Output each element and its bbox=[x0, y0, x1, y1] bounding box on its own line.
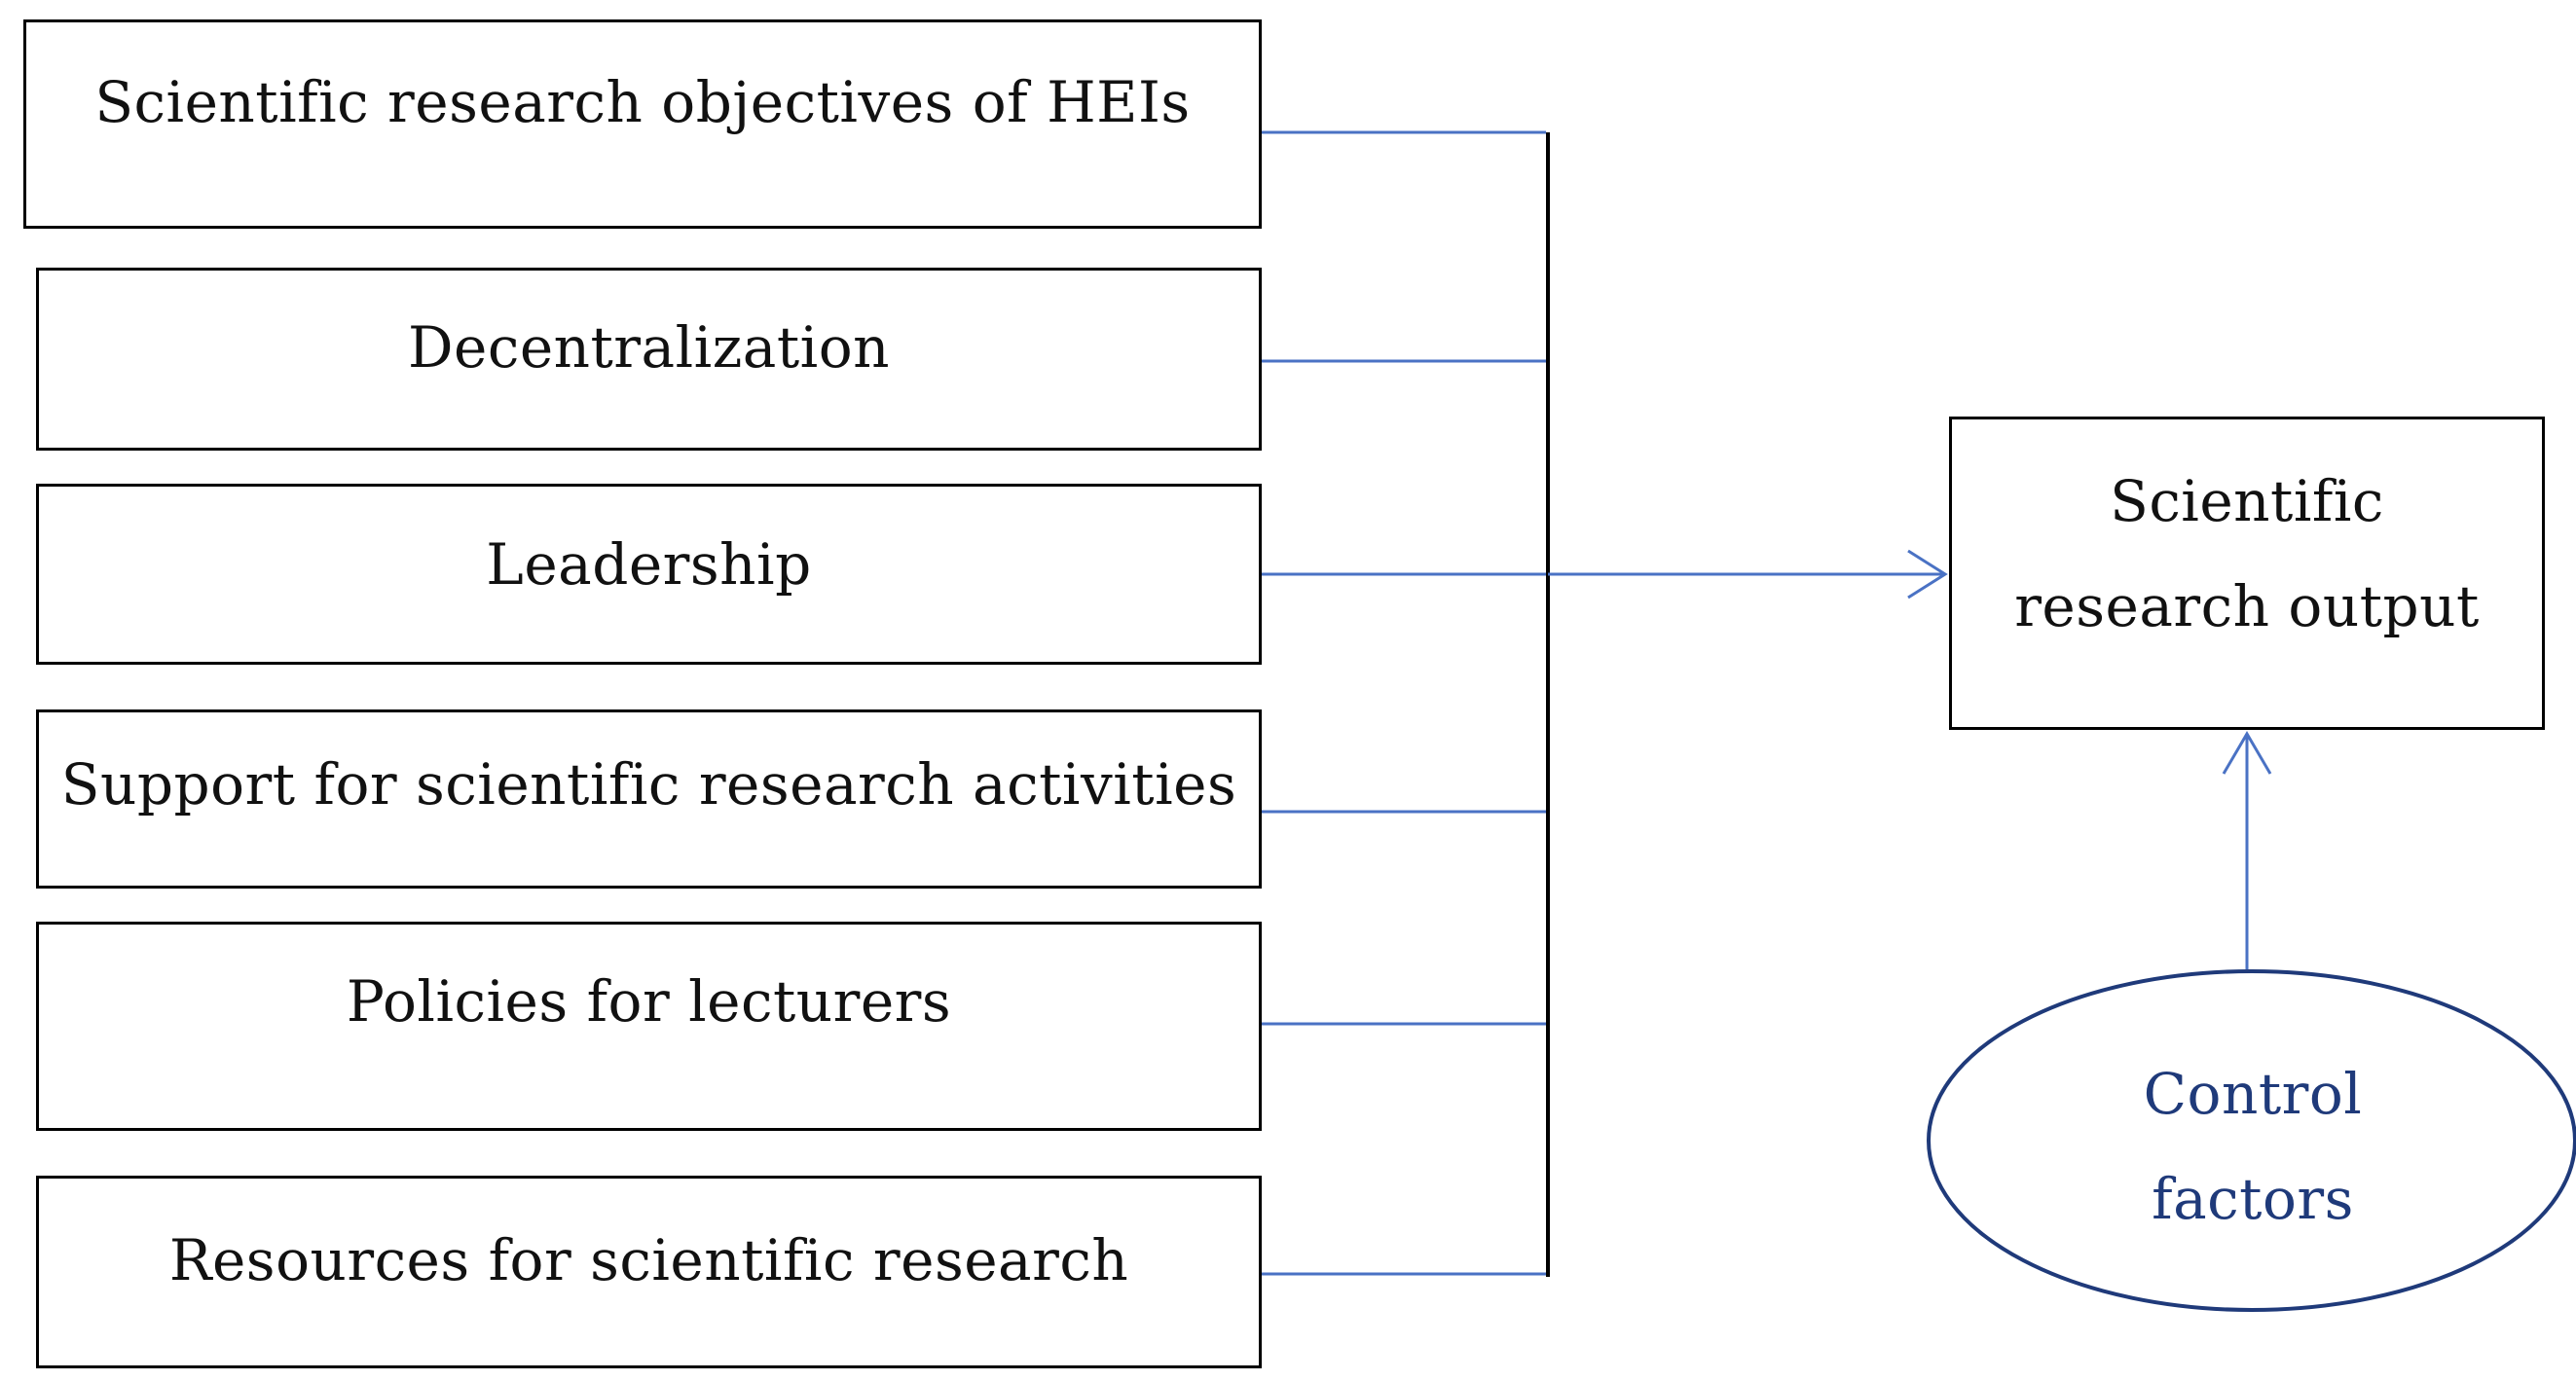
outcome-box-research-output: Scientific research output bbox=[1949, 417, 2545, 730]
control-factors-ellipse bbox=[1927, 969, 2576, 1312]
outcome-label-line-1: Scientific bbox=[2110, 468, 2384, 534]
factor-box-lecturer-policies: Policies for lecturers bbox=[36, 922, 1262, 1131]
factor-box-research-objectives: Scientific research objectives of HEIs bbox=[23, 19, 1262, 229]
factor-label: Decentralization bbox=[408, 314, 890, 381]
factor-label: Scientific research objectives of HEIs bbox=[94, 69, 1191, 135]
factor-box-research-support: Support for scientific research activiti… bbox=[36, 709, 1262, 889]
factor-label: Leadership bbox=[486, 531, 812, 598]
outcome-label-line-2: research output bbox=[2014, 573, 2480, 639]
factor-label: Support for scientific research activiti… bbox=[60, 751, 1237, 818]
control-label-line-2: factors bbox=[2152, 1166, 2354, 1232]
factor-label: Resources for scientific research bbox=[168, 1227, 1129, 1293]
control-label-line-1: Control bbox=[2143, 1061, 2363, 1127]
main-arrow-head bbox=[1907, 549, 1948, 600]
factor-box-research-resources: Resources for scientific research bbox=[36, 1176, 1262, 1368]
factor-box-leadership: Leadership bbox=[36, 484, 1262, 665]
factor-box-decentralization: Decentralization bbox=[36, 268, 1262, 451]
factor-label: Policies for lecturers bbox=[346, 968, 952, 1035]
control-arrow-head bbox=[2222, 731, 2272, 775]
